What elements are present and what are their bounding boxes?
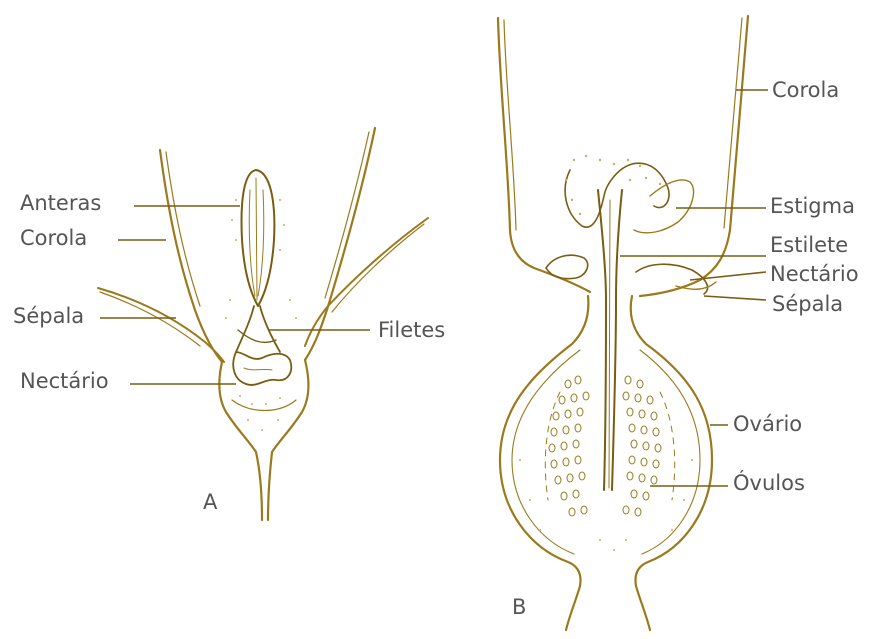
label-b-corola: Corola [772, 78, 839, 102]
label-b-estigma: Estigma [770, 194, 855, 218]
label-a-sepala: Sépala [13, 304, 84, 328]
leader-b-sepala [704, 296, 766, 300]
label-b-estilete: Estilete [770, 233, 848, 257]
panel-a-label: A [203, 490, 218, 514]
label-b-sepala: Sépala [772, 292, 843, 316]
panel-b-label: B [512, 595, 526, 619]
label-b-ovulos: Óvulos [733, 470, 805, 495]
label-a-nectario: Nectário [20, 369, 109, 393]
label-b-ovario: Ovário [733, 412, 802, 436]
label-b-nectario: Nectário [770, 262, 859, 286]
label-a-corola: Corola [20, 226, 87, 250]
label-a-anteras: Anteras [20, 191, 101, 215]
label-a-filetes: Filetes [378, 318, 445, 342]
flower-b-drawing [498, 16, 748, 630]
